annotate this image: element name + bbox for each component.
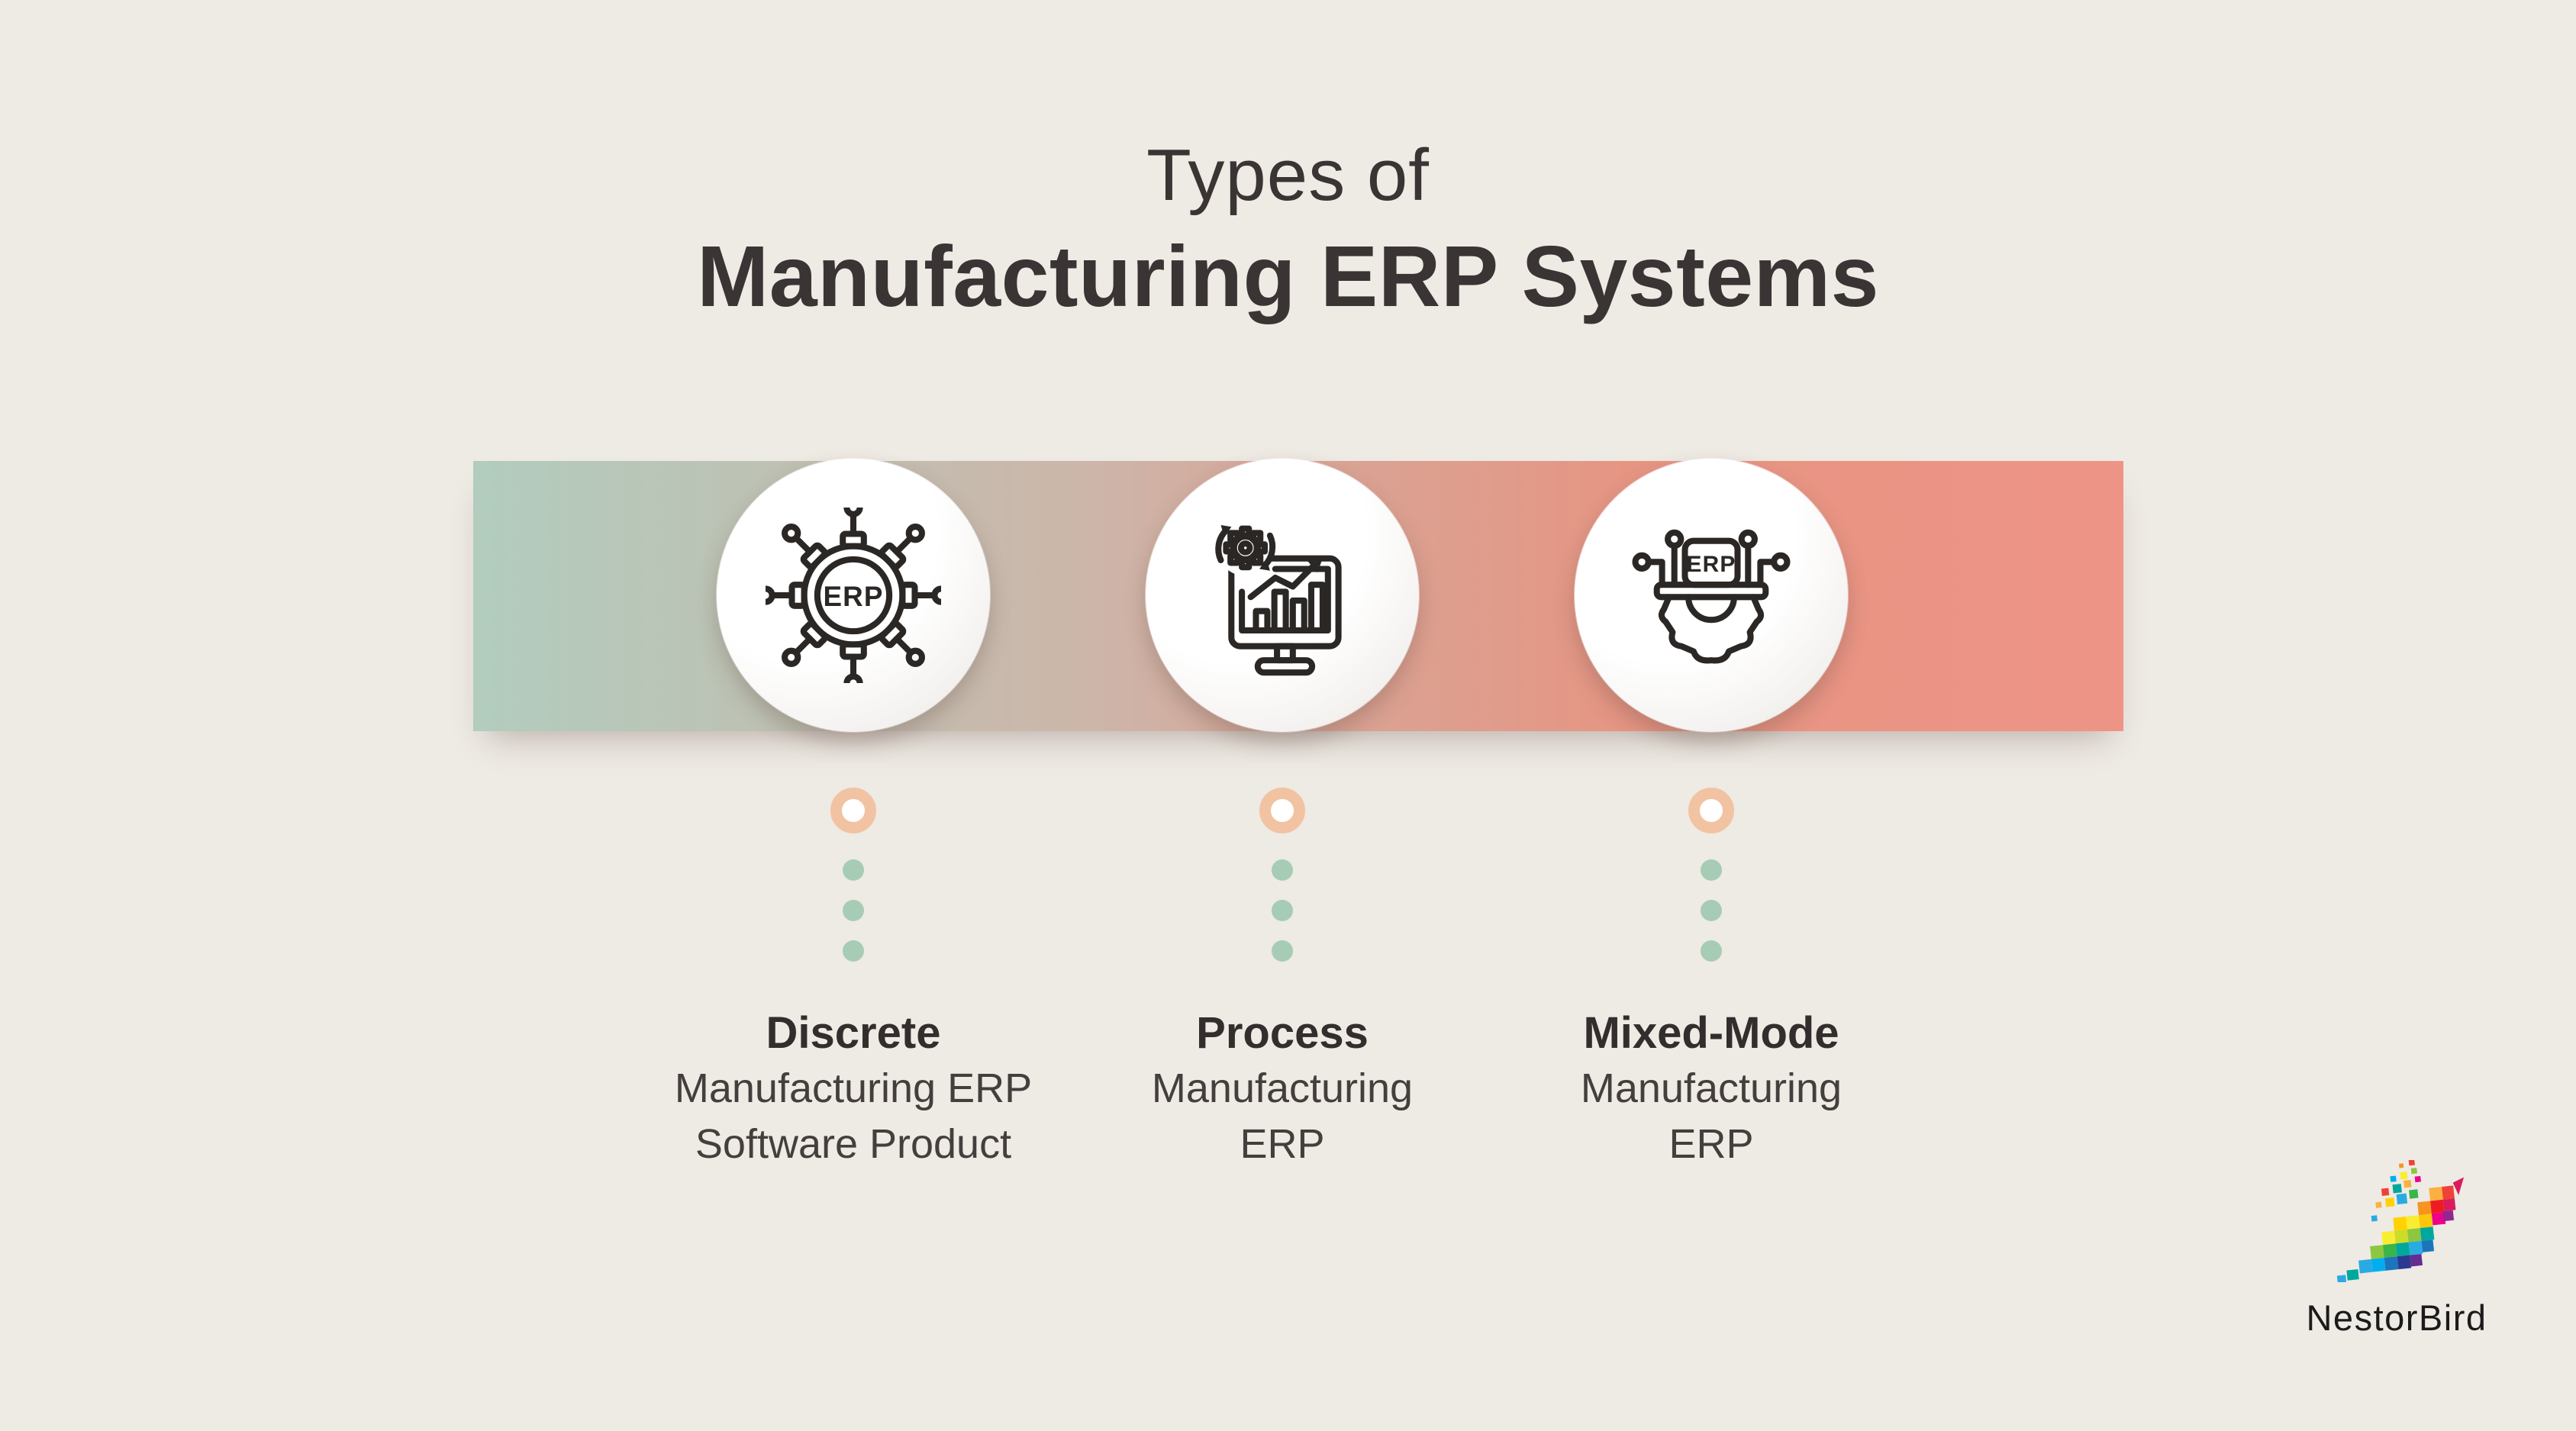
erp-icon-label: ERP — [823, 581, 883, 612]
column-line: ERP — [1240, 1121, 1325, 1167]
erp-gear-network-icon: ERP — [766, 508, 941, 683]
page-title: Types of Manufacturing ERP Systems — [0, 131, 2576, 329]
erp-chip-gear-icon: ERP — [1632, 529, 1791, 664]
icon-circle-mixed-mode: ERP — [1575, 459, 1848, 732]
connector-ring — [1688, 788, 1734, 833]
page-title-line1: Types of — [1146, 134, 1430, 216]
connector-ring — [1259, 788, 1305, 833]
monitor-analytics-gear-icon — [1215, 520, 1342, 676]
column-heading: Discrete — [766, 1008, 941, 1058]
connector-dot — [1272, 859, 1293, 881]
connector-dot — [1272, 900, 1293, 921]
column-line: Manufacturing — [1580, 1065, 1843, 1111]
label-process: Process Manufacturing ERP — [1046, 1006, 1519, 1172]
connector-dot — [843, 859, 864, 881]
connector-ring — [830, 788, 876, 833]
connector-dot — [1272, 940, 1293, 962]
column-line: Software Product — [695, 1121, 1012, 1167]
column-line: ERP — [1668, 1121, 1754, 1167]
icon-circle-process — [1146, 459, 1419, 732]
connector-dot — [1701, 859, 1722, 881]
connector-dot — [1701, 940, 1722, 962]
nestorbird-bird-icon — [2336, 1159, 2465, 1283]
erp-icon-label: ERP — [1687, 552, 1736, 577]
label-discrete: Discrete Manufacturing ERP Software Prod… — [617, 1006, 1090, 1172]
column-line: Manufacturing — [1151, 1065, 1414, 1111]
connector-dot — [843, 940, 864, 962]
connector-dot — [843, 900, 864, 921]
brand-name: NestorBird — [2306, 1297, 2487, 1338]
connector-dot — [1701, 900, 1722, 921]
icon-circle-discrete: ERP — [717, 459, 990, 732]
page-title-line2: Manufacturing ERP Systems — [697, 228, 1879, 325]
brand-logo: NestorBird — [2263, 1159, 2530, 1339]
label-mixed-mode: Mixed-Mode Manufacturing ERP — [1475, 1006, 1948, 1172]
column-heading: Mixed-Mode — [1583, 1008, 1839, 1058]
column-line: Manufacturing ERP — [674, 1065, 1033, 1111]
column-heading: Process — [1196, 1008, 1369, 1058]
